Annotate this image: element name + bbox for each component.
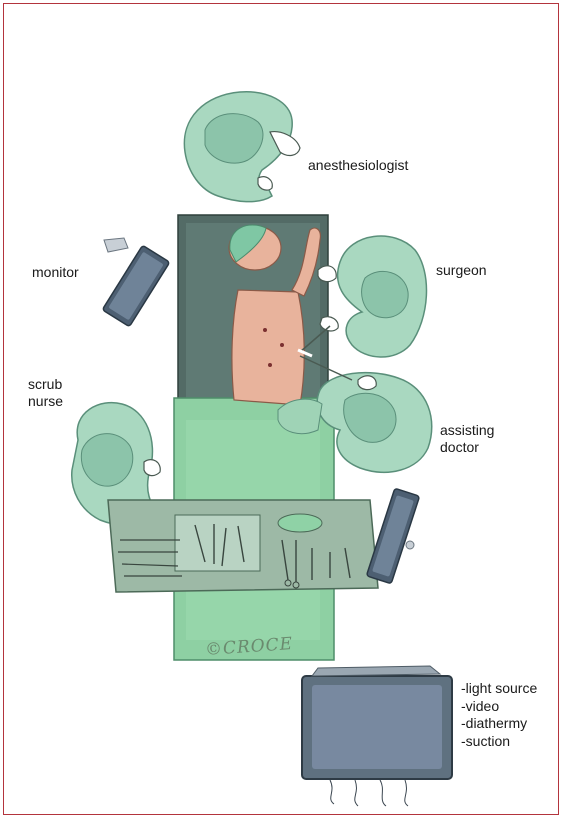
scrub-nurse-label: scrub nurse [28,376,63,410]
monitor-device [102,238,169,327]
assisting-doctor-label-line1: assisting [440,422,494,439]
scrub-nurse-label-line2: nurse [28,393,63,410]
assisting-doctor-label-line2: doctor [440,439,494,456]
equipment-item: -suction [461,733,537,751]
instrument-tray [108,500,378,592]
assisting-doctor-label: assisting doctor [440,422,494,456]
equipment-list: -light source -video -diathermy -suction [461,680,537,750]
equipment-item: -video [461,698,537,716]
surgeon-label: surgeon [436,262,487,279]
equipment-item: -diathermy [461,715,537,733]
monitor-label: monitor [32,264,79,281]
anesthesiologist-figure [184,92,300,202]
equipment-tower [302,666,452,806]
equipment-item: -light source [461,680,537,698]
anesthesiologist-label: anesthesiologist [308,157,408,174]
second-monitor-device [366,488,419,584]
scrub-nurse-label-line1: scrub [28,376,63,393]
